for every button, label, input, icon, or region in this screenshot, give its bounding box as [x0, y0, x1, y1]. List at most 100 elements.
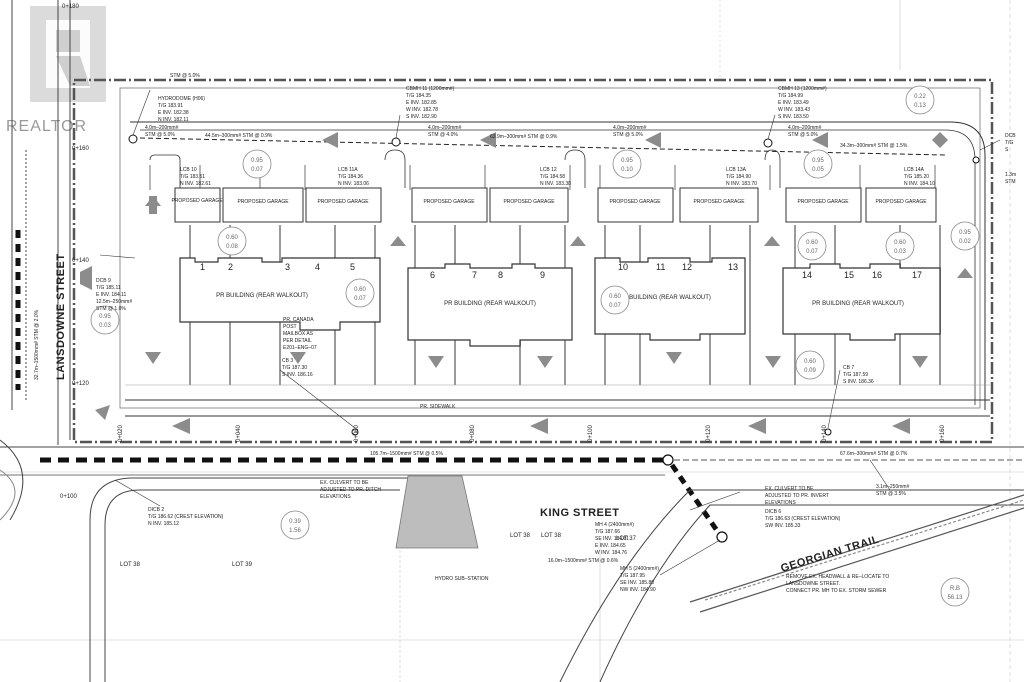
- callout-mailbox-2: MAILBOX AS: [283, 331, 314, 337]
- callout-culvert-right-2: ELEVATIONS: [765, 500, 796, 506]
- callout-mh4-1: T/G 187.66: [595, 529, 620, 535]
- callout-hydrodome-2: E INV. 182.38: [158, 110, 189, 116]
- area-value: 0.05: [812, 167, 824, 173]
- unit-number: 7: [472, 270, 477, 280]
- pipe-label: STM @ 5.0%: [170, 73, 200, 79]
- unit-number: 16: [872, 270, 882, 280]
- callout-dicb6-0: DICB 6: [765, 509, 781, 515]
- area-coefficient: 0.95: [99, 314, 111, 320]
- area-coefficient: 0.95: [251, 158, 263, 164]
- callout-mailbox-1: POST: [283, 324, 297, 330]
- station-label: 0+080: [470, 424, 476, 442]
- area-value: 56.13: [947, 595, 963, 601]
- area-value: 0.02: [959, 239, 971, 245]
- pipe-label: STM @ 5.0%: [613, 132, 643, 138]
- callout-cbmh11-2: E INV. 182.85: [406, 100, 437, 106]
- callout-mailbox-3: PER DETAIL: [283, 338, 312, 344]
- unit-number: 13: [728, 262, 738, 272]
- building-label: PR BUILDING (REAR WALKOUT): [812, 301, 904, 307]
- station-label: 0+180: [62, 4, 80, 10]
- callout-lcb10-1: T/G 183.51: [180, 174, 205, 180]
- realtor-brand-text: REALTOR: [6, 118, 88, 135]
- callout-culvert-left-2: ELEVATIONS: [320, 494, 351, 500]
- callout-culvert-left-1: ADJUSTED TO PR. DITCH: [320, 487, 381, 493]
- sidewalk-label: PR. SIDEWALK: [420, 404, 456, 410]
- area-value: 0.07: [354, 296, 366, 302]
- callout-right-pipe-0: 3.1m–250mm#: [876, 484, 910, 490]
- pipe-label: 4.0m–200mm#: [428, 125, 462, 131]
- callout-cbmh13-3: W INV. 183.43: [778, 107, 810, 113]
- callout-dcb9-0: DCB 9: [96, 278, 111, 284]
- station-label: 0+100: [60, 494, 78, 500]
- garage-label: PROPOSED GARAGE: [171, 198, 223, 204]
- unit-number: 15: [844, 270, 854, 280]
- callout-lcb11a-0: LCB 11A: [338, 167, 358, 173]
- area-value: 0.13: [914, 103, 926, 109]
- area-value: 0.07: [806, 249, 818, 255]
- callout-right-pipe2-1: STM: [1005, 179, 1016, 185]
- unit-number: 1: [200, 262, 205, 272]
- callout-mh5-0: MH 5 (2400mm#): [620, 566, 659, 572]
- callout-mailbox-0: PR. CANADA: [283, 317, 314, 323]
- pipe-label: 105.7m–1500mm# STM @ 0.5%: [370, 451, 443, 457]
- unit-number: 14: [802, 270, 812, 280]
- area-coefficient: R.B: [950, 586, 960, 592]
- building-label: PR BUILDING (REAR WALKOUT): [619, 295, 711, 301]
- callout-mailbox-4: E201–ENG–07: [283, 345, 317, 351]
- callout-remove-0: REMOVE EX. HEADWALL & RE–LOCATE TO: [786, 574, 889, 580]
- callout-dcb9pipe-0: 12.5m–250mm#: [96, 299, 132, 305]
- realtor-logo: REALTOR: [0, 0, 112, 140]
- area-value: 0.07: [251, 167, 263, 173]
- pipe-label: STM @ 4.0%: [428, 132, 458, 138]
- pipe-label: 44.5m–300mm# STM @ 0.9%: [205, 133, 273, 139]
- callout-hydrodome-1: T/G 183.91: [158, 103, 183, 109]
- callout-dcb9-2: E INV. 184.11: [96, 292, 127, 298]
- garage-label: PROPOSED GARAGE: [875, 199, 927, 205]
- lot-label: LOT 38: [541, 533, 562, 539]
- callout-lcb10-2: N INV. 182.61: [180, 181, 211, 187]
- callout-mh5-1: T/G 187.95: [620, 573, 645, 579]
- station-label: 0+100: [588, 424, 594, 442]
- garage-label: PROPOSED GARAGE: [609, 199, 661, 205]
- lot-label: LOT 39: [232, 562, 253, 568]
- callout-right-pipe2-0: 1.3m: [1005, 172, 1016, 178]
- callout-dcb-right-0: DCB: [1005, 133, 1016, 139]
- callout-mh4-3: E INV. 184.65: [595, 543, 626, 549]
- area-coefficient: 0.60: [894, 240, 906, 246]
- unit-number: 3: [285, 262, 290, 272]
- callout-dicb2-0: DICB 2: [148, 507, 164, 513]
- callout-cb7-2: S INV. 186.36: [843, 379, 874, 385]
- garage-label: PROPOSED GARAGE: [423, 199, 475, 205]
- callout-hydrodome-3: N INV. 182.11: [158, 117, 189, 123]
- callout-culvert-right-1: ADJUSTED TO PR. INVERT: [765, 493, 829, 499]
- pipe-label: 67.6m–300mm# STM @ 0.7%: [840, 451, 908, 457]
- area-coefficient: 0.95: [621, 158, 633, 164]
- area-value: 0.03: [894, 249, 906, 255]
- building-label: PR BUILDING (REAR WALKOUT): [444, 301, 536, 307]
- callout-lcb14a-0: LCB 14A: [904, 167, 925, 173]
- area-value: 0.08: [226, 244, 238, 250]
- unit-number: 8: [498, 270, 503, 280]
- unit-number: 11: [656, 262, 665, 272]
- area-value: 0.10: [621, 167, 633, 173]
- building-label: PR BUILDING (REAR WALKOUT): [216, 293, 308, 299]
- callout-lcb11a-2: N INV. 183.06: [338, 181, 369, 187]
- area-coefficient: 0.60: [226, 235, 238, 241]
- station-label: 0+160: [940, 424, 946, 442]
- callout-remove-2: CONNECT PR. MH TO EX. STORM SEWER: [786, 588, 887, 594]
- unit-number: 12: [682, 262, 692, 272]
- callout-dcb9-1: T/G 185.11: [96, 285, 121, 291]
- callout-dcb9pipe-1: STM @ 1.0%: [96, 306, 126, 312]
- callout-lcb10-0: LCB 10: [180, 167, 197, 173]
- callout-cbmh11-1: T/G 184.35: [406, 93, 431, 99]
- callout-mh4-4: W INV. 184.76: [595, 550, 627, 556]
- callout-culvert-left-0: EX. CULVERT TO BE: [320, 480, 369, 486]
- area-value: 1.56: [289, 528, 301, 534]
- callout-lcb12-2: N INV. 183.38: [540, 181, 571, 187]
- callout-lcb13a-2: N INV. 183.70: [726, 181, 757, 187]
- pipe-label: 4.0m–200mm#: [613, 125, 647, 131]
- lot-label: LOT 38: [510, 533, 531, 539]
- area-coefficient: 0.60: [609, 294, 621, 300]
- unit-number: 9: [540, 270, 545, 280]
